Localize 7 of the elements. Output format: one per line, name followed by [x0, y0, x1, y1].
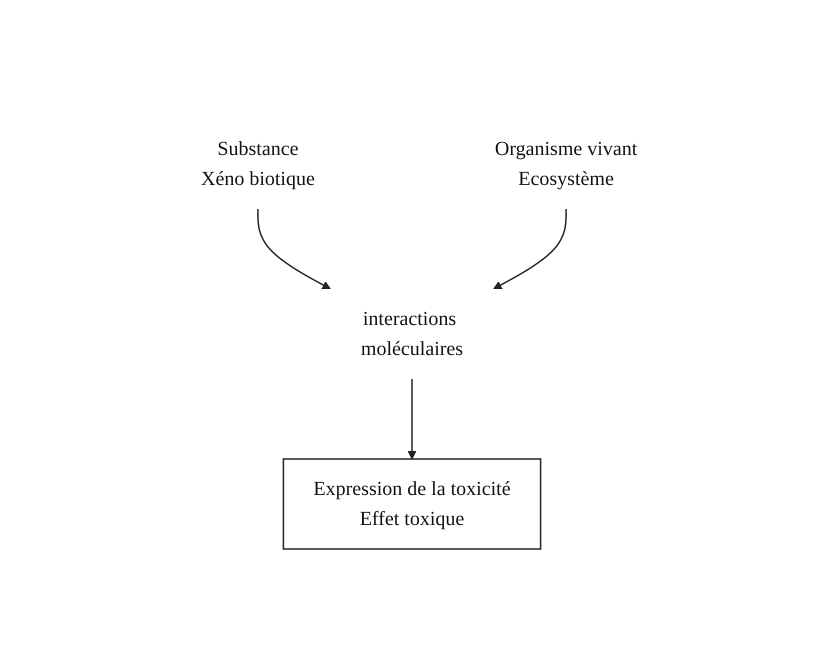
node-text: Organisme vivant Ecosystème — [495, 138, 638, 190]
arrow — [258, 208, 332, 289]
node-text: interactions moléculaires — [361, 308, 464, 360]
node-box: Expression de la toxicité Effet toxique — [283, 458, 542, 550]
node-text: Substance Xéno biotique — [201, 138, 316, 190]
arrow — [408, 378, 417, 459]
arrow — [494, 208, 568, 289]
